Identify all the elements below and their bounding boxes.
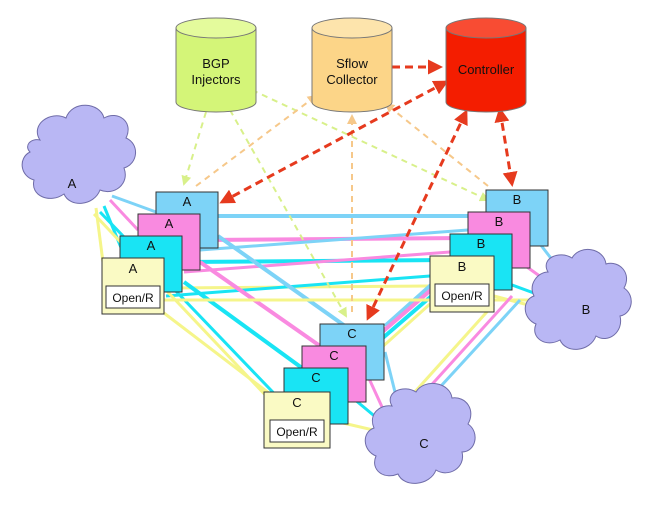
- site-c-cyan-label: C: [311, 370, 320, 385]
- site-a-cyan-label: A: [147, 238, 156, 253]
- site-c-openr-label: Open/R: [276, 425, 318, 439]
- site-c-pink-label: C: [329, 348, 338, 363]
- site-a-pink-label: A: [165, 216, 174, 231]
- link-a-c-pink: [198, 260, 322, 348]
- control-arrows: [181, 59, 518, 321]
- link-cloudC-to-b-yellow: [402, 302, 496, 406]
- site-b-cyan-label: B: [477, 236, 486, 251]
- site-a-blue-label: A: [183, 194, 192, 209]
- site-b-openr-label: Open/R: [441, 289, 483, 303]
- site-a-openr-inner: [105, 285, 161, 309]
- cloud-c: C: [364, 383, 476, 484]
- cloud-a-label: A: [68, 176, 77, 191]
- bgp-label-line2: Injectors: [191, 72, 241, 87]
- link-a-c-cyan: [182, 280, 304, 370]
- link-a-c-blue: [216, 234, 347, 328]
- bgp-label-line1: BGP: [202, 56, 229, 71]
- site-c-stack: C C C C Open/R: [263, 323, 385, 449]
- database-bgp-injectors: BGP Injectors: [175, 17, 257, 113]
- site-b-stack: B B B B Open/R: [429, 189, 549, 313]
- site-b-blue-label: B: [513, 192, 522, 207]
- arrow-controller-a: [219, 80, 449, 204]
- link-cloudA-pink: [108, 198, 140, 232]
- site-a-openr-label: Open/R: [112, 291, 154, 305]
- link-cloudA-cyan: [102, 205, 124, 251]
- link-cloudC-to-b-blue: [428, 298, 522, 400]
- arrow-controller-b: [494, 107, 518, 187]
- site-b-openr-letter: B: [458, 259, 467, 274]
- sflow-label-line2: Collector: [326, 72, 378, 87]
- database-controller: Controller: [445, 17, 527, 113]
- sflow-label-line1: Sflow: [336, 56, 368, 71]
- controller-label: Controller: [458, 62, 515, 77]
- site-c-openr-inner: [269, 419, 325, 443]
- cloud-b-label: B: [582, 302, 591, 317]
- database-sflow-collector: Sflow Collector: [311, 17, 393, 113]
- site-a-stack: A A A A Open/R: [101, 191, 219, 315]
- arrow-bgp-to-a: [181, 111, 207, 186]
- site-c-blue-label: C: [347, 326, 356, 341]
- cloud-a: A: [21, 104, 136, 204]
- link-cloudA-blue: [111, 194, 157, 214]
- site-c-openr-letter: C: [292, 395, 301, 410]
- site-a-openr-letter: A: [129, 261, 138, 276]
- cloud-b: B: [524, 249, 632, 350]
- site-b-openr-inner: [434, 283, 490, 307]
- site-b-pink-label: B: [495, 214, 504, 229]
- cloud-c-label: C: [419, 436, 428, 451]
